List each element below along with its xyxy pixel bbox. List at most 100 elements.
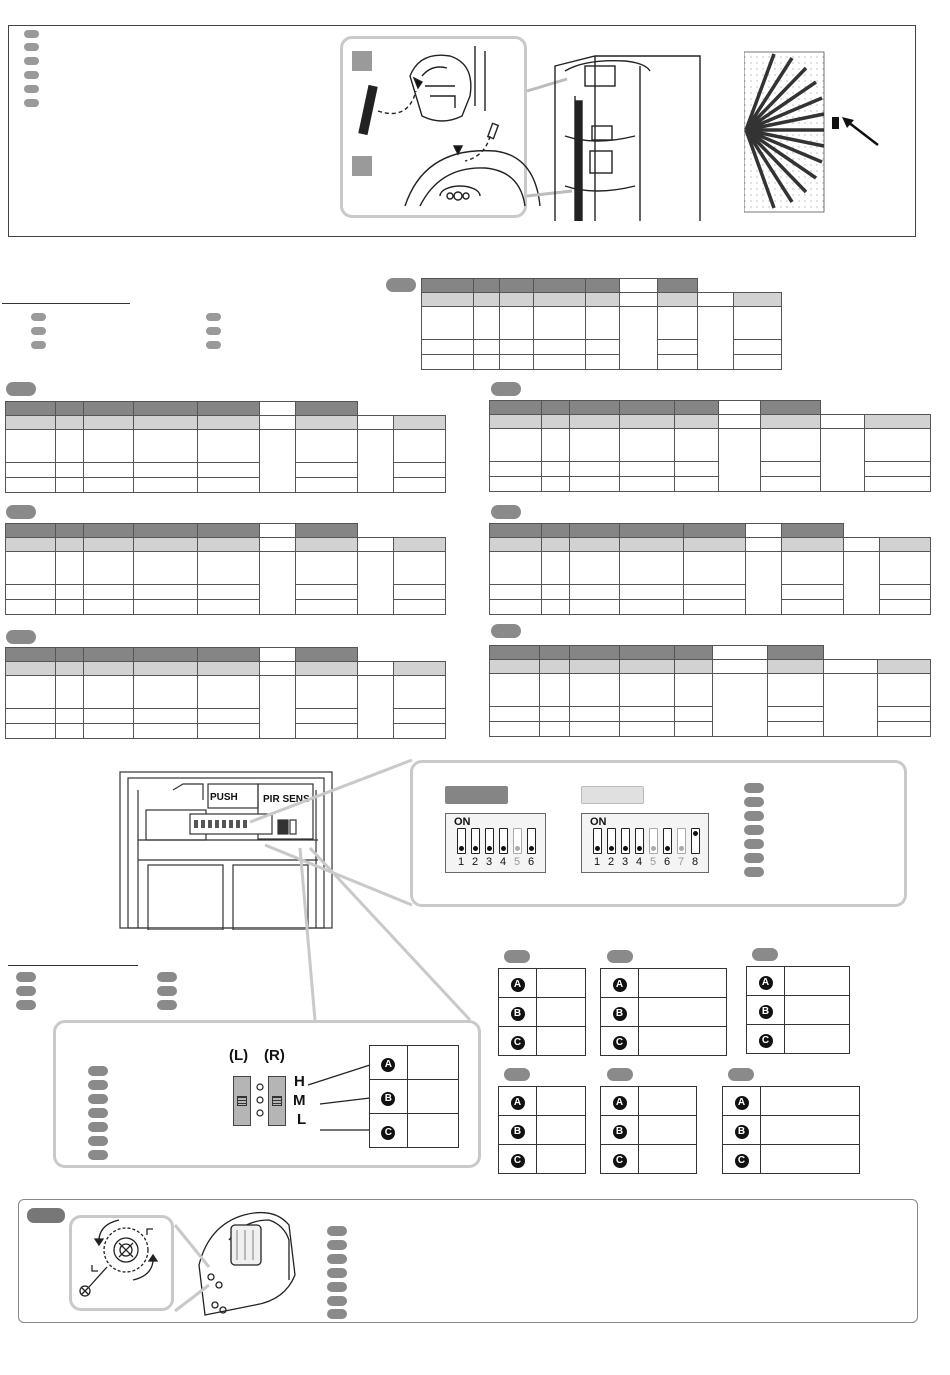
letter-c: C <box>758 1034 773 1048</box>
dip6-num-5: 5 <box>514 856 521 868</box>
table-tag-top <box>386 278 416 292</box>
level-pointer-lines <box>307 1064 371 1131</box>
table-tag-2 <box>491 382 521 396</box>
spec-table-top <box>421 278 782 370</box>
adjustment-callout <box>69 1215 174 1311</box>
mounting-callout <box>340 36 527 218</box>
dip8-num-1: 1 <box>594 856 601 868</box>
dip8-switch-1[interactable] <box>593 828 602 854</box>
mounting-illustration <box>358 46 701 221</box>
dip8-switch-8[interactable] <box>691 828 700 854</box>
top-frame <box>8 25 916 237</box>
table-tag-6 <box>491 624 521 638</box>
abc-table-2: A B C <box>600 968 727 1056</box>
dip6-num-6: 6 <box>528 856 535 868</box>
dip6-switch-4[interactable] <box>499 828 508 854</box>
spec-table-1 <box>5 401 446 493</box>
dip6-num-4: 4 <box>500 856 507 868</box>
letter-a: A <box>612 978 627 992</box>
table-tag-3 <box>6 505 36 519</box>
dip-switch-callout <box>410 760 907 907</box>
dip6-switch-6[interactable] <box>527 828 536 854</box>
abc-tag-4 <box>504 1068 530 1081</box>
dip6-on-label: ON <box>454 816 471 828</box>
abc-tag-2 <box>607 950 633 963</box>
dip-switch-6: ON 1 2 3 4 5 6 <box>445 813 546 873</box>
dip8-on-label: ON <box>590 816 607 828</box>
abc-tag-5 <box>607 1068 633 1081</box>
letter-a: A <box>758 976 773 990</box>
coverage-pattern-diagram <box>744 51 879 213</box>
level-m: M <box>293 1092 306 1109</box>
abc-table-4: A B C <box>498 1086 586 1174</box>
letter-b: B <box>612 1007 627 1021</box>
dip8-num-8: 8 <box>692 856 699 868</box>
abc-tag-3 <box>752 948 778 961</box>
dip6-num-2: 2 <box>472 856 479 868</box>
letter-b: B <box>612 1125 627 1139</box>
abc-table-6: A B C <box>722 1086 860 1174</box>
letter-c: C <box>381 1125 396 1140</box>
table-tag-1 <box>6 382 36 396</box>
letter-a: A <box>734 1096 749 1110</box>
sensitivity-abc-table: A B C <box>369 1045 460 1148</box>
dip8-switch-7[interactable] <box>677 828 686 854</box>
letter-c: C <box>612 1154 627 1168</box>
dip8-switch-3[interactable] <box>621 828 630 854</box>
bottom-section-tag <box>27 1208 65 1223</box>
letter-b: B <box>510 1007 525 1021</box>
letter-c: C <box>510 1154 525 1168</box>
dip8-switch-2[interactable] <box>607 828 616 854</box>
spec-table-6 <box>489 645 931 737</box>
left-pot-label: (L) <box>229 1047 249 1064</box>
dip8-switch-6[interactable] <box>663 828 672 854</box>
dip8-switch-5[interactable] <box>649 828 658 854</box>
dip8-num-5: 5 <box>650 856 657 868</box>
letter-a: A <box>612 1096 627 1110</box>
level-indicator-dots <box>256 1083 264 1117</box>
dip8-num-3: 3 <box>622 856 629 868</box>
spec-table-2 <box>489 400 931 492</box>
dip8-num-2: 2 <box>608 856 615 868</box>
abc-table-3: A B C <box>746 966 850 1054</box>
spec-table-3 <box>5 523 446 615</box>
dip6-switch-2[interactable] <box>471 828 480 854</box>
table-tag-5 <box>6 630 36 644</box>
dip6-switch-3[interactable] <box>485 828 494 854</box>
abc-table-1: A B C <box>498 968 586 1056</box>
letter-a: A <box>381 1057 396 1072</box>
push-label: PUSH <box>210 792 238 803</box>
lens-adjustment-illustration <box>79 1211 296 1316</box>
bottom-frame <box>18 1199 918 1323</box>
dip-tag-dark <box>445 786 508 804</box>
left-sensitivity-slider[interactable] <box>233 1076 251 1126</box>
dip6-switch-5[interactable] <box>513 828 522 854</box>
abc-table-5: A B C <box>600 1086 697 1174</box>
dip8-num-7: 7 <box>678 856 685 868</box>
dip-switch-8: ON 1 2 3 4 5 6 7 8 <box>581 813 709 873</box>
letter-a: A <box>510 1096 525 1110</box>
level-l: L <box>297 1111 307 1128</box>
dip6-num-3: 3 <box>486 856 493 868</box>
dip8-switch-4[interactable] <box>635 828 644 854</box>
section-rule <box>2 303 130 304</box>
dip-tag-light <box>581 786 644 804</box>
section-rule-2 <box>8 965 138 966</box>
dip6-switch-1[interactable] <box>457 828 466 854</box>
spec-table-4 <box>489 523 931 615</box>
right-sensitivity-slider[interactable] <box>268 1076 286 1126</box>
sensitivity-callout <box>53 1020 481 1168</box>
abc-tag-6 <box>728 1068 754 1081</box>
dip6-num-1: 1 <box>458 856 465 868</box>
letter-c: C <box>734 1154 749 1168</box>
detector-interior-illustration: PUSH PIR SENS <box>119 771 333 930</box>
spec-table-5 <box>5 647 446 739</box>
letter-c: C <box>510 1036 525 1050</box>
letter-b: B <box>510 1125 525 1139</box>
step-2-marker <box>352 156 372 176</box>
abc-tag-1 <box>504 950 530 963</box>
letter-b: B <box>381 1091 396 1106</box>
letter-b: B <box>734 1125 749 1139</box>
letter-b: B <box>758 1005 773 1019</box>
right-pot-label: (R) <box>264 1047 285 1064</box>
